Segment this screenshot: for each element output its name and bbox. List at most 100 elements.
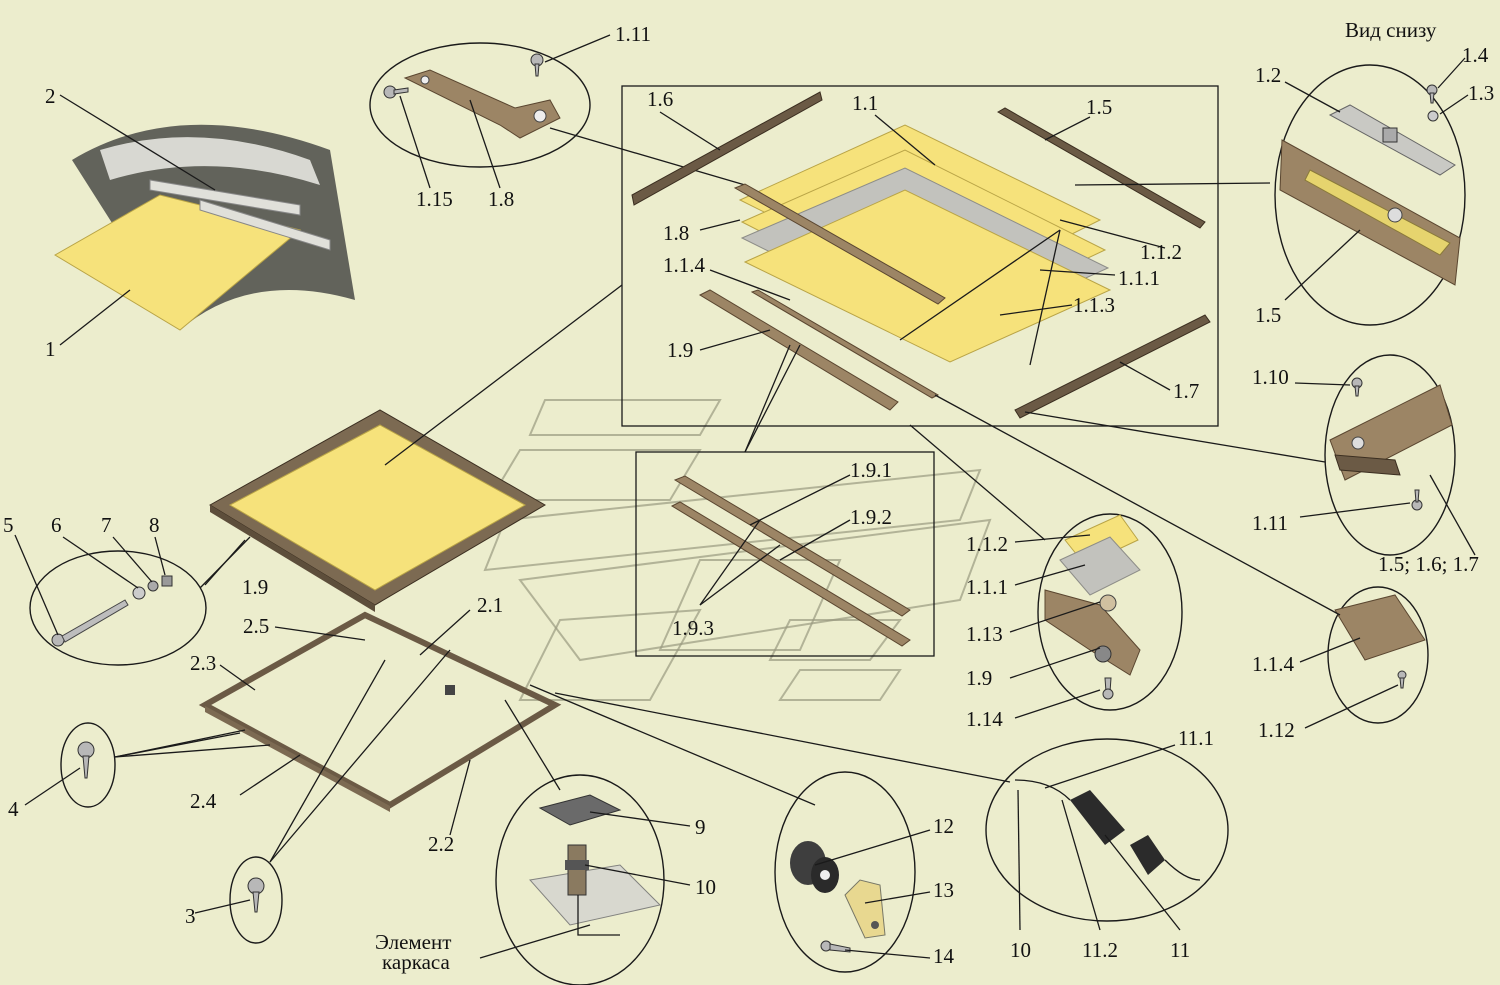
label-1-1-4-top: 1.1.4 bbox=[663, 253, 706, 277]
latch-1-2 bbox=[1328, 104, 1456, 176]
caption-line2: каркаса bbox=[382, 950, 450, 974]
frame-2 bbox=[198, 611, 562, 812]
sensor-10 bbox=[565, 844, 620, 936]
label-11-1: 11.1 bbox=[1178, 726, 1214, 750]
screw-1-4 bbox=[1426, 84, 1438, 104]
plate-9 bbox=[538, 794, 622, 826]
label-1-1-4: 1.1.4 bbox=[1252, 652, 1295, 676]
washer-6 bbox=[132, 586, 146, 600]
label-1-8-top: 1.8 bbox=[488, 187, 514, 211]
exploded-box-main bbox=[621, 85, 1219, 427]
sensor-seat bbox=[445, 685, 455, 695]
washer-1-3 bbox=[1427, 110, 1439, 122]
harness-connector bbox=[1014, 779, 1201, 881]
detail-ellipse-screw-4 bbox=[60, 722, 116, 808]
label-1-2: 1.2 bbox=[1255, 63, 1281, 87]
rail-1-7 bbox=[1014, 314, 1211, 419]
rail-profile bbox=[1329, 384, 1453, 481]
label-1-15: 1.15 bbox=[416, 187, 453, 211]
label-10-sensor: 10 bbox=[695, 875, 716, 899]
label-1-1-2: 1.1.2 bbox=[1140, 240, 1182, 264]
detail-ellipse-bolt bbox=[29, 550, 207, 666]
label-1: 1 bbox=[45, 337, 56, 361]
label-1-5-1-6-1-7: 1.5; 1.6; 1.7 bbox=[1378, 552, 1479, 576]
label-1-8: 1.8 bbox=[663, 221, 689, 245]
screw-3 bbox=[247, 877, 265, 913]
label-2: 2 bbox=[45, 84, 56, 108]
strip-1-1-4 bbox=[750, 289, 940, 399]
label-1-11-top: 1.11 bbox=[615, 22, 651, 46]
label-2-4: 2.4 bbox=[190, 789, 217, 813]
label-1-9-top: 1.9 bbox=[667, 338, 693, 362]
label-1-4: 1.4 bbox=[1462, 43, 1489, 67]
exploded-box-hinge bbox=[635, 451, 935, 657]
screw-1-15 bbox=[383, 85, 409, 99]
detail-ellipse-latch bbox=[1274, 64, 1466, 326]
label-1-1-3: 1.1.3 bbox=[1073, 293, 1115, 317]
label-1-9-hinge: 1.9 bbox=[966, 666, 992, 690]
label-1-1-1-hinge: 1.1.1 bbox=[966, 575, 1008, 599]
clamp-13 bbox=[844, 879, 886, 939]
label-4: 4 bbox=[8, 797, 19, 821]
hinge-parts bbox=[670, 475, 911, 647]
label-1-14: 1.14 bbox=[966, 707, 1003, 731]
detail-ellipse-grommet bbox=[774, 771, 916, 973]
label-3: 3 bbox=[185, 904, 196, 928]
label-1-13: 1.13 bbox=[966, 622, 1003, 646]
screw-1-11-rail bbox=[1411, 489, 1423, 511]
strip-detail bbox=[1334, 594, 1426, 689]
nut-8 bbox=[161, 575, 173, 587]
frame-element bbox=[529, 864, 661, 926]
latch-1-5 bbox=[1279, 139, 1461, 286]
grommet-12 bbox=[790, 841, 839, 893]
detail-ellipse-screw-3 bbox=[229, 856, 283, 944]
label-1-1-2-hinge: 1.1.2 bbox=[966, 532, 1008, 556]
label-2-5: 2.5 bbox=[243, 614, 269, 638]
hinge-detail bbox=[1044, 514, 1141, 700]
caption-line1: Элемент bbox=[375, 930, 451, 954]
hinge-1-9 bbox=[698, 289, 899, 411]
sheet-stack bbox=[738, 124, 1112, 363]
detail-ellipse-bracket bbox=[369, 42, 591, 168]
assembled-panel bbox=[209, 409, 546, 612]
label-1-5-latch: 1.5 bbox=[1255, 303, 1281, 327]
label-1-9-1: 1.9.1 bbox=[850, 458, 892, 482]
label-14: 14 bbox=[933, 944, 955, 968]
label-5: 5 bbox=[3, 513, 14, 537]
screw-4 bbox=[77, 741, 95, 779]
label-2-1: 2.1 bbox=[477, 593, 503, 617]
label-1-6: 1.6 bbox=[647, 87, 673, 111]
detail-ellipse-connector bbox=[985, 738, 1229, 922]
label-13: 13 bbox=[933, 878, 954, 902]
bracket-1-8 bbox=[403, 69, 561, 139]
installed-view bbox=[54, 94, 355, 346]
label-7: 7 bbox=[101, 513, 112, 537]
washer-7 bbox=[147, 580, 159, 592]
label-11-2: 11.2 bbox=[1082, 938, 1118, 962]
label-2-3: 2.3 bbox=[190, 651, 216, 675]
label-1-12: 1.12 bbox=[1258, 718, 1295, 742]
label-8: 8 bbox=[149, 513, 160, 537]
label-1-9-panel: 1.9 bbox=[242, 575, 268, 599]
label-1-9-3: 1.9.3 bbox=[672, 616, 714, 640]
screw-1-10 bbox=[1351, 377, 1363, 397]
label-11: 11 bbox=[1170, 938, 1190, 962]
label-10-connector: 10 bbox=[1010, 938, 1031, 962]
detail-ellipse-strip bbox=[1327, 586, 1429, 724]
label-9: 9 bbox=[695, 815, 706, 839]
detail-ellipse-rail bbox=[1324, 354, 1456, 556]
label-1-7: 1.7 bbox=[1173, 379, 1199, 403]
label-1-9-2: 1.9.2 bbox=[850, 505, 892, 529]
label-1-1: 1.1 bbox=[852, 91, 878, 115]
rail-1-6 bbox=[631, 91, 823, 206]
label-1-5-top: 1.5 bbox=[1086, 95, 1112, 119]
screw-1-11 bbox=[530, 53, 544, 77]
bottom-view-heading: Вид снизу bbox=[1345, 18, 1437, 42]
label-2-2: 2.2 bbox=[428, 832, 454, 856]
detail-ellipse-hinge bbox=[1037, 513, 1183, 711]
label-1-3: 1.3 bbox=[1468, 81, 1494, 105]
bolt-5 bbox=[51, 599, 129, 647]
strip-1-8 bbox=[733, 183, 946, 305]
label-6: 6 bbox=[51, 513, 62, 537]
